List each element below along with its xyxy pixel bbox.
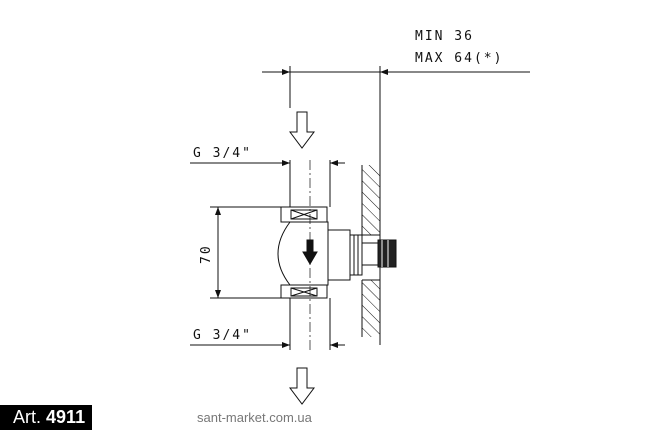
- height-label: 70: [199, 244, 214, 264]
- article-badge: Art. 4911: [0, 405, 92, 430]
- article-number: 4911: [46, 407, 86, 427]
- depth-min-label: MIN 36: [415, 29, 474, 44]
- inlet-thread-label: G 3/4": [193, 146, 252, 161]
- depth-max-label: MAX 64(*): [415, 51, 503, 66]
- outlet-thread-label: G 3/4": [193, 328, 252, 343]
- depth-dimension: MIN 36 MAX 64(*): [262, 29, 530, 345]
- outlet-thread-dimension: G 3/4": [190, 328, 345, 348]
- inlet-thread-dimension: G 3/4": [190, 146, 345, 166]
- wall: [361, 165, 380, 337]
- outlet-arrow-icon: [289, 367, 315, 405]
- valve-body: [277, 206, 397, 299]
- inlet-arrow-icon: [289, 111, 315, 149]
- height-dimension: 70: [199, 206, 282, 299]
- watermark: sant-market.com.ua: [197, 410, 312, 425]
- article-prefix: Art.: [13, 407, 42, 427]
